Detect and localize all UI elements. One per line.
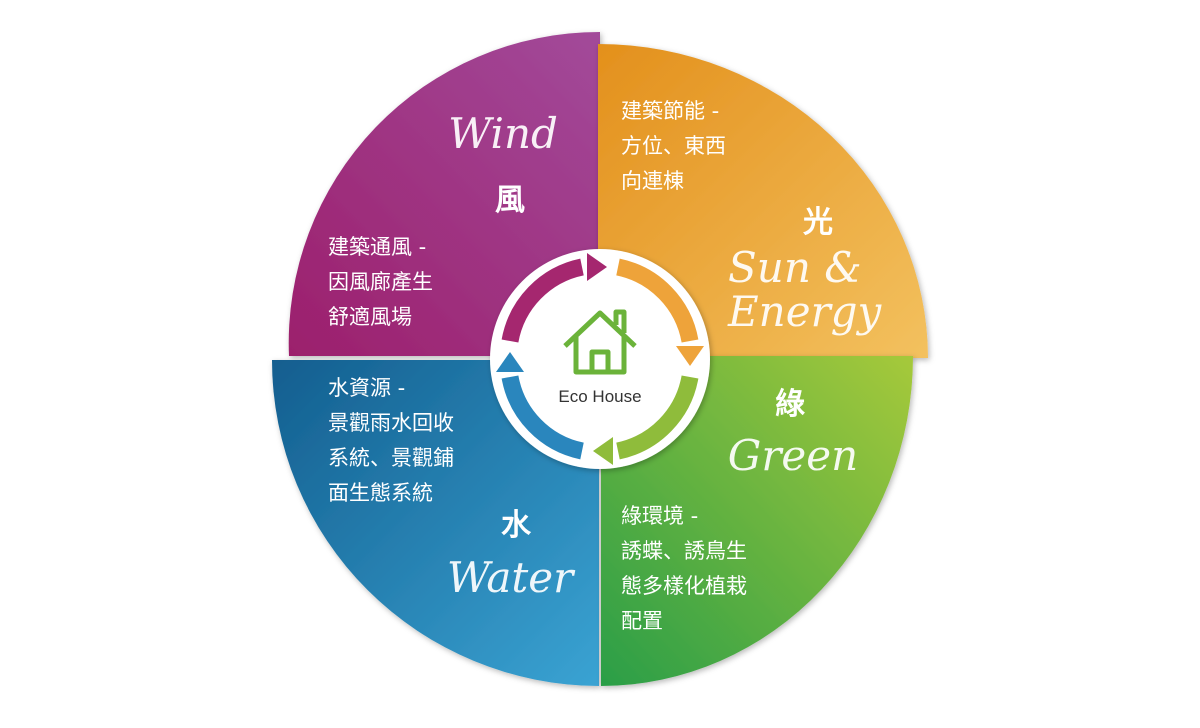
green-description-line: 誘蝶、誘鳥生 (621, 539, 747, 563)
arrowhead-top (587, 253, 607, 281)
green-quadrant (601, 356, 913, 686)
wind-chinese-label: 風 (495, 183, 525, 218)
cycle-arrow-blue (501, 375, 584, 460)
arrowhead-right (676, 346, 704, 366)
water-description-line: 景觀雨水回收 (328, 411, 454, 435)
green-description-line: 態多樣化植栽 (621, 574, 747, 598)
sun-description-line: 方位、東西 (621, 134, 726, 158)
water-chinese-label: 水 (501, 508, 532, 543)
sun-description-line: 向連棟 (621, 169, 684, 193)
house-icon (563, 309, 637, 375)
water-quadrant (272, 360, 599, 686)
sun-english-label: Sun & Energy (727, 243, 883, 336)
wind-english-label: Wind (448, 109, 558, 158)
wind-description-line: 舒適風場 (328, 305, 412, 329)
center-ring-backdrop (490, 249, 710, 469)
green-description: 綠環境 - 誘蝶、誘鳥生 態多樣化植栽 配置 (621, 504, 754, 633)
wind-description-line: 因風廊產生 (328, 270, 433, 294)
sun-quadrant (598, 44, 928, 358)
arrowhead-bottom (593, 437, 613, 465)
sun-english-line: Energy (727, 287, 883, 336)
sun-english-line: Sun & (728, 243, 862, 292)
cycle-arrow-magenta (501, 258, 584, 343)
water-description-line: 面生態系統 (328, 481, 433, 505)
wind-quadrant (288, 31, 600, 357)
green-description-line: 配置 (621, 609, 663, 633)
cycle-arrow-green (616, 375, 699, 460)
green-english-label: Green (728, 431, 858, 480)
water-description-line: 水資源 - (328, 376, 405, 400)
water-description-line: 系統、景觀鋪 (328, 446, 454, 470)
sun-description-line: 建築節能 - (621, 99, 719, 123)
sun-chinese-label: 光 (803, 205, 833, 240)
green-description-line: 綠環境 - (621, 504, 698, 528)
green-chinese-label: 綠 (775, 387, 805, 422)
wind-description: 建築通風 - 因風廊產生 舒適風場 (328, 235, 440, 329)
water-description: 水資源 - 景觀雨水回收 系統、景觀鋪 面生態系統 (328, 376, 461, 505)
water-english-label: Water (447, 553, 576, 602)
cycle-arrow-orange (616, 258, 699, 343)
cycle-arrow-heads (496, 253, 704, 465)
arrowhead-left (496, 352, 524, 372)
sun-description: 建築節能 - 方位、東西 向連棟 (621, 99, 733, 193)
center-label: Eco House (558, 387, 641, 406)
wind-description-line: 建築通風 - (328, 235, 426, 259)
cycle-arrows (501, 258, 699, 460)
